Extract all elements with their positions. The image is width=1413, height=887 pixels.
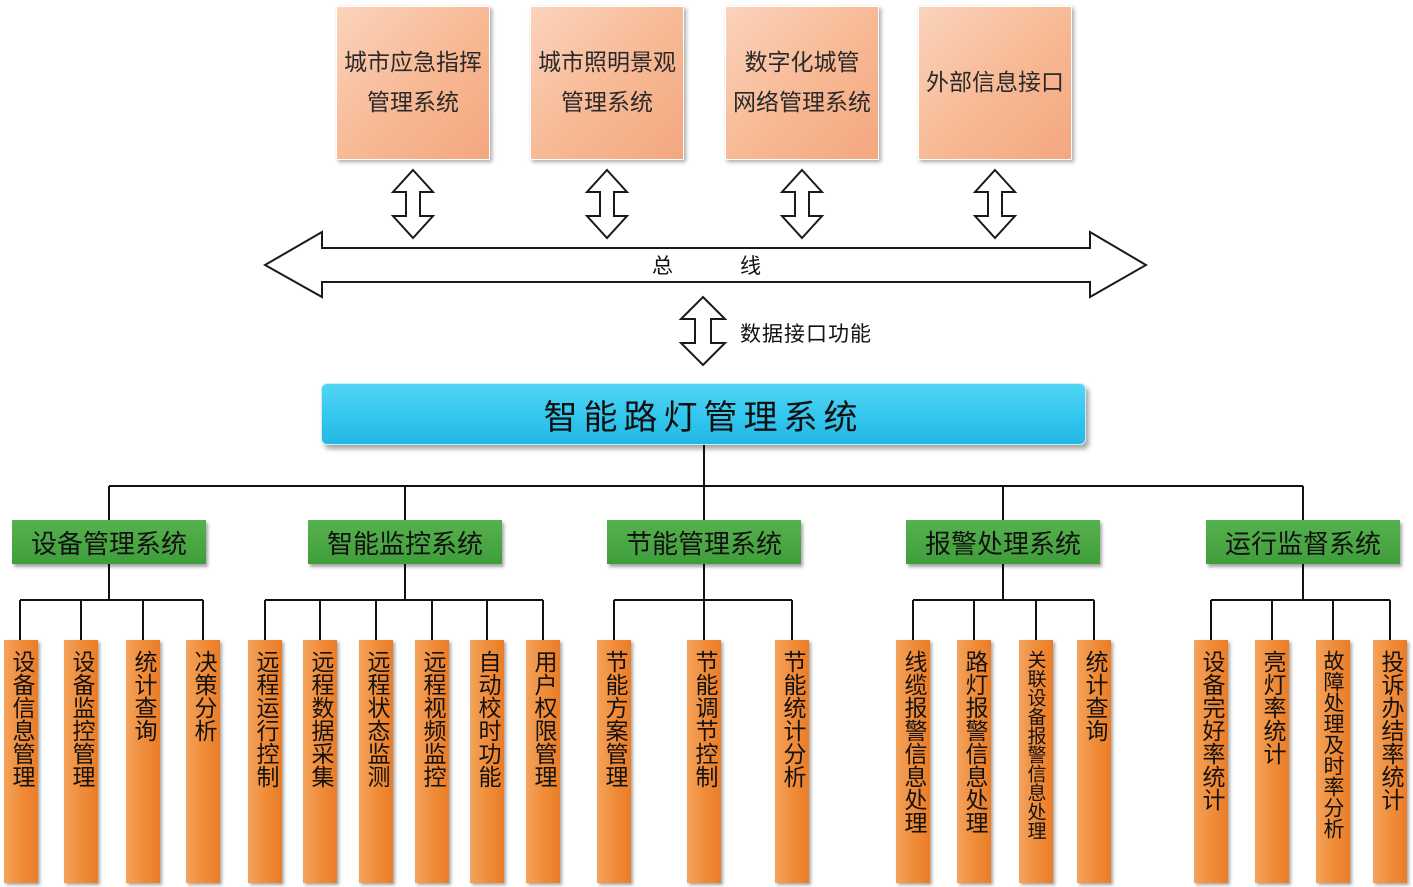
leaf-label: 决策分析 [190, 650, 216, 742]
leaf-node: 统计查询 [1077, 640, 1111, 883]
bus-label-left: 总 [652, 254, 673, 278]
tree-lines-leaves [19, 564, 1391, 640]
leaf-label: 节能调节控制 [691, 650, 717, 788]
leaf-node: 关联设备报警信息处理 [1019, 640, 1053, 883]
bus-label-right: 线 [740, 254, 761, 278]
leaf-node: 设备信息管理 [4, 640, 38, 883]
ext-arrow-3 [779, 168, 825, 240]
leaf-label: 路灯报警信息处理 [961, 650, 987, 834]
leaf-label: 远程数据采集 [307, 650, 333, 788]
subsystem-energy-saving: 节能管理系统 [607, 520, 801, 564]
leaf-label: 统计查询 [130, 650, 156, 742]
leaf-node: 路灯报警信息处理 [957, 640, 991, 883]
leaf-node: 线缆报警信息处理 [896, 640, 930, 883]
leaf-label: 线缆报警信息处理 [900, 650, 926, 834]
leaf-label: 故障处理及时率分析 [1321, 650, 1345, 839]
leaf-node: 远程运行控制 [248, 640, 282, 883]
leaf-label: 节能统计分析 [779, 650, 805, 788]
leaf-node: 投诉办结率统计 [1373, 640, 1407, 883]
leaf-node: 故障处理及时率分析 [1316, 640, 1350, 883]
leaf-node: 远程数据采集 [303, 640, 337, 883]
external-info-interface: 外部信息接口 [918, 6, 1072, 160]
ext-arrow-1 [390, 168, 436, 240]
leaf-label: 亮灯率统计 [1259, 650, 1285, 765]
leaf-label: 节能方案管理 [601, 650, 627, 788]
leaf-node: 设备完好率统计 [1194, 640, 1228, 883]
leaf-node: 决策分析 [186, 640, 220, 883]
leaf-label: 远程运行控制 [252, 650, 278, 788]
leaf-node: 节能调节控制 [687, 640, 721, 883]
leaf-node: 设备监控管理 [64, 640, 98, 883]
external-system-lighting-landscape: 城市照明景观 管理系统 [530, 6, 684, 160]
subsystem-alarm-processing: 报警处理系统 [906, 520, 1100, 564]
leaf-label: 远程状态监测 [363, 650, 389, 788]
leaf-label: 远程视频监控 [419, 650, 445, 788]
external-system-digital-city-management: 数字化城管 网络管理系统 [725, 6, 879, 160]
ext-arrow-4 [972, 168, 1018, 240]
data-interface-arrow [678, 295, 728, 367]
leaf-label: 设备监控管理 [68, 650, 94, 788]
leaf-label: 统计查询 [1081, 650, 1107, 742]
leaf-node: 节能方案管理 [597, 640, 631, 883]
leaf-label: 关联设备报警信息处理 [1024, 650, 1047, 840]
leaf-label: 设备完好率统计 [1198, 650, 1224, 811]
leaf-node: 节能统计分析 [775, 640, 809, 883]
subsystem-operation-supervision: 运行监督系统 [1206, 520, 1400, 564]
leaf-label: 投诉办结率统计 [1377, 650, 1403, 811]
main-system-box: 智能路灯管理系统 [321, 383, 1086, 445]
leaf-node: 统计查询 [126, 640, 160, 883]
data-interface-label: 数据接口功能 [740, 322, 872, 346]
external-system-emergency-command: 城市应急指挥 管理系统 [336, 6, 490, 160]
leaf-node: 用户权限管理 [526, 640, 560, 883]
subsystem-equipment-management: 设备管理系统 [12, 520, 206, 564]
leaf-label: 设备信息管理 [8, 650, 34, 788]
leaf-node: 自动校时功能 [470, 640, 504, 883]
bus-arrow [262, 230, 1148, 299]
ext-arrow-2 [584, 168, 630, 240]
leaf-label: 用户权限管理 [530, 650, 556, 788]
leaf-node: 亮灯率统计 [1255, 640, 1289, 883]
leaf-node: 远程状态监测 [359, 640, 393, 883]
subsystem-intelligent-monitoring: 智能监控系统 [308, 520, 502, 564]
leaf-node: 远程视频监控 [415, 640, 449, 883]
leaf-label: 自动校时功能 [474, 650, 500, 788]
tree-lines-main [108, 445, 1304, 520]
